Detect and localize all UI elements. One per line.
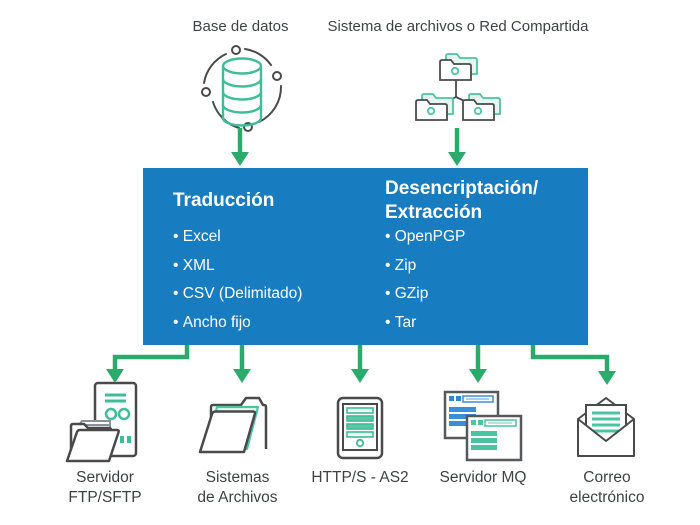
destination-label-files: Sistemas de Archivos: [180, 468, 295, 508]
destination-label-ftp: Servidor FTP/SFTP: [50, 468, 160, 508]
folders-network-icon: [415, 53, 501, 121]
arrow-heads: [106, 152, 616, 385]
column-title-line: Extracción: [385, 202, 483, 223]
destination-label-http-as2: HTTP/S - AS2: [298, 468, 422, 488]
open-folder-icon: [198, 396, 268, 454]
column-title-line: Traducción: [173, 190, 275, 211]
label-line: de Archivos: [197, 489, 278, 506]
list-item: OpenPGP: [385, 223, 466, 252]
list-item: Ancho fijo: [173, 309, 302, 338]
list-item: XML: [173, 252, 302, 281]
column-title-decryption-extraction: Desencriptación/ Extracción: [385, 177, 538, 225]
destination-label-mq: Servidor MQ: [421, 468, 545, 488]
translation-format-list: Excel XML CSV (Delimitado) Ancho fijo: [173, 223, 303, 338]
arrow-box-to-ftp: [112, 344, 190, 370]
label-line: FTP/SFTP: [68, 489, 142, 506]
label-line: electrónico: [569, 489, 645, 506]
list-item: Excel: [173, 223, 302, 252]
source-label-filesystem: Sistema de archivos o Red Compartida: [327, 18, 589, 35]
column-title-translation: Traducción: [173, 189, 274, 213]
label-line: HTTP/S - AS2: [311, 469, 409, 486]
server-folder-icon: [65, 381, 138, 463]
list-item: CSV (Delimitado): [173, 280, 303, 309]
destination-label-email: Correo electrónico: [545, 468, 669, 508]
process-box: Traducción Desencriptación/ Extracción E…: [143, 168, 588, 345]
list-item: GZip: [385, 280, 465, 309]
mobile-device-icon: [336, 396, 384, 460]
database-sync-icon: [201, 45, 283, 132]
source-label-database: Base de datos: [192, 18, 289, 35]
label-line: Servidor: [76, 469, 134, 486]
open-email-icon: [577, 397, 635, 457]
decryption-format-list: OpenPGP Zip GZip Tar: [385, 223, 466, 338]
label-line: Correo: [583, 469, 631, 486]
label-line: Servidor MQ: [439, 469, 527, 486]
label-line: Sistemas: [205, 469, 270, 486]
app-windows-icon: [443, 390, 523, 462]
list-item: Tar: [385, 309, 465, 338]
list-item: Zip: [385, 252, 465, 281]
arrow-box-to-email: [530, 344, 610, 372]
column-title-line: Desencriptación/: [385, 178, 539, 199]
